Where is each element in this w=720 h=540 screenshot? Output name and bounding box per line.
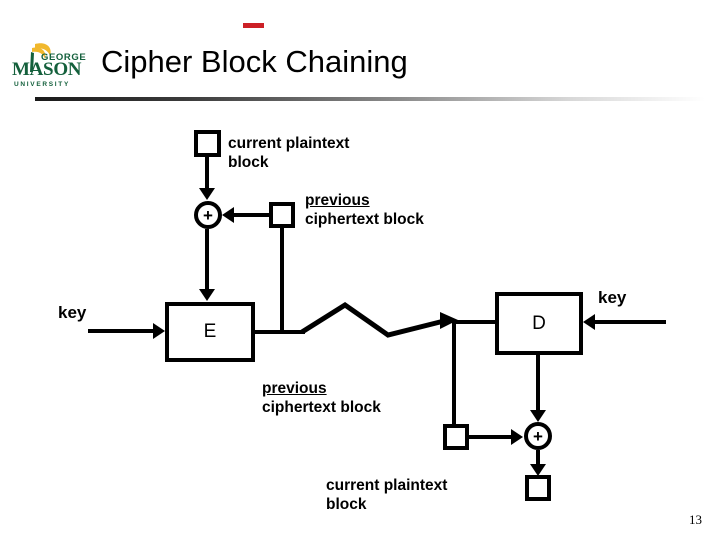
encrypt-plaintext-label-line2: block <box>228 154 269 171</box>
decrypt-plaintext-label-line2: block <box>326 496 367 513</box>
decrypt-plaintext-label: current plaintext block <box>326 476 447 514</box>
encrypt-xor-symbol: + <box>203 205 213 225</box>
svg-text:GEORGE: GEORGE <box>41 52 86 63</box>
encrypt-prev-ciphertext-to-xor-arrowhead <box>222 207 234 223</box>
encrypt-cipher-box: E <box>165 302 255 362</box>
encrypt-key-label: key <box>58 303 87 322</box>
decrypt-key-to-cipher-line <box>594 320 666 324</box>
decrypt-prev-ciphertext-label-line2: ciphertext block <box>262 399 381 416</box>
decrypt-xor-to-plaintext-line <box>536 450 540 466</box>
decrypt-cipher-box-label: D <box>532 312 546 334</box>
encrypt-prev-ciphertext-to-xor-line <box>234 213 270 217</box>
encrypt-plaintext-to-xor-arrowhead <box>199 188 215 200</box>
encrypt-plaintext-block-square <box>194 130 221 157</box>
slide-page-number: 13 <box>689 512 702 527</box>
decrypt-cipher-to-xor-arrowhead <box>530 410 546 422</box>
decrypt-plaintext-label-line1: current plaintext <box>326 477 448 494</box>
decrypt-cipher-box: D <box>495 292 583 355</box>
decrypt-key-label: key <box>598 288 627 307</box>
encrypt-key-to-cipher-line <box>88 329 154 333</box>
decrypt-key-to-cipher-arrowhead <box>583 314 595 330</box>
encrypt-prev-ciphertext-label-line2: ciphertext block <box>305 211 424 228</box>
encrypt-key-to-cipher-arrowhead <box>153 323 165 339</box>
encrypt-xor-to-cipher-line <box>205 229 209 289</box>
encrypt-cipher-output-line <box>255 330 305 334</box>
encrypt-prev-ciphertext-feedback-line <box>280 228 284 332</box>
svg-text:MASON: MASON <box>12 59 82 80</box>
encrypt-xor-gate: + <box>194 201 222 229</box>
decrypt-prev-ciphertext-branch-line <box>452 320 456 426</box>
accent-dash <box>243 23 264 28</box>
decrypt-plaintext-block-square <box>525 475 551 501</box>
encrypt-xor-to-cipher-arrowhead <box>199 289 215 301</box>
page-title: Cipher Block Chaining <box>101 44 408 79</box>
decrypt-prev-ciphertext-label: previous ciphertext block <box>262 379 381 417</box>
svg-text:UNIVERSITY: UNIVERSITY <box>14 81 70 88</box>
encrypt-prev-ciphertext-square <box>269 202 295 228</box>
decrypt-prev-ciphertext-square <box>443 424 469 450</box>
decrypt-cipher-to-xor-line <box>536 355 540 411</box>
decrypt-prev-ciphertext-label-line1: previous <box>262 380 327 397</box>
decrypt-cipher-input-line <box>452 320 498 324</box>
decrypt-xor-symbol: + <box>533 426 543 446</box>
encrypt-prev-ciphertext-label: previous ciphertext block <box>305 191 424 229</box>
encrypt-plaintext-to-xor-line <box>205 157 209 189</box>
decrypt-xor-gate: + <box>524 422 552 450</box>
header-divider <box>35 97 705 101</box>
encrypt-plaintext-label: current plaintext block <box>228 134 349 172</box>
encrypt-prev-ciphertext-label-line1: previous <box>305 192 370 209</box>
decrypt-prev-ciphertext-to-xor-arrowhead <box>511 429 523 445</box>
decrypt-xor-to-plaintext-arrowhead <box>530 464 546 476</box>
encrypt-cipher-box-label: E <box>203 321 217 342</box>
encrypt-plaintext-label-line1: current plaintext <box>228 135 350 152</box>
george-mason-university-logo: GEORGE MASON UNIVERSITY <box>8 38 104 90</box>
decrypt-prev-ciphertext-to-xor-line <box>469 435 513 439</box>
